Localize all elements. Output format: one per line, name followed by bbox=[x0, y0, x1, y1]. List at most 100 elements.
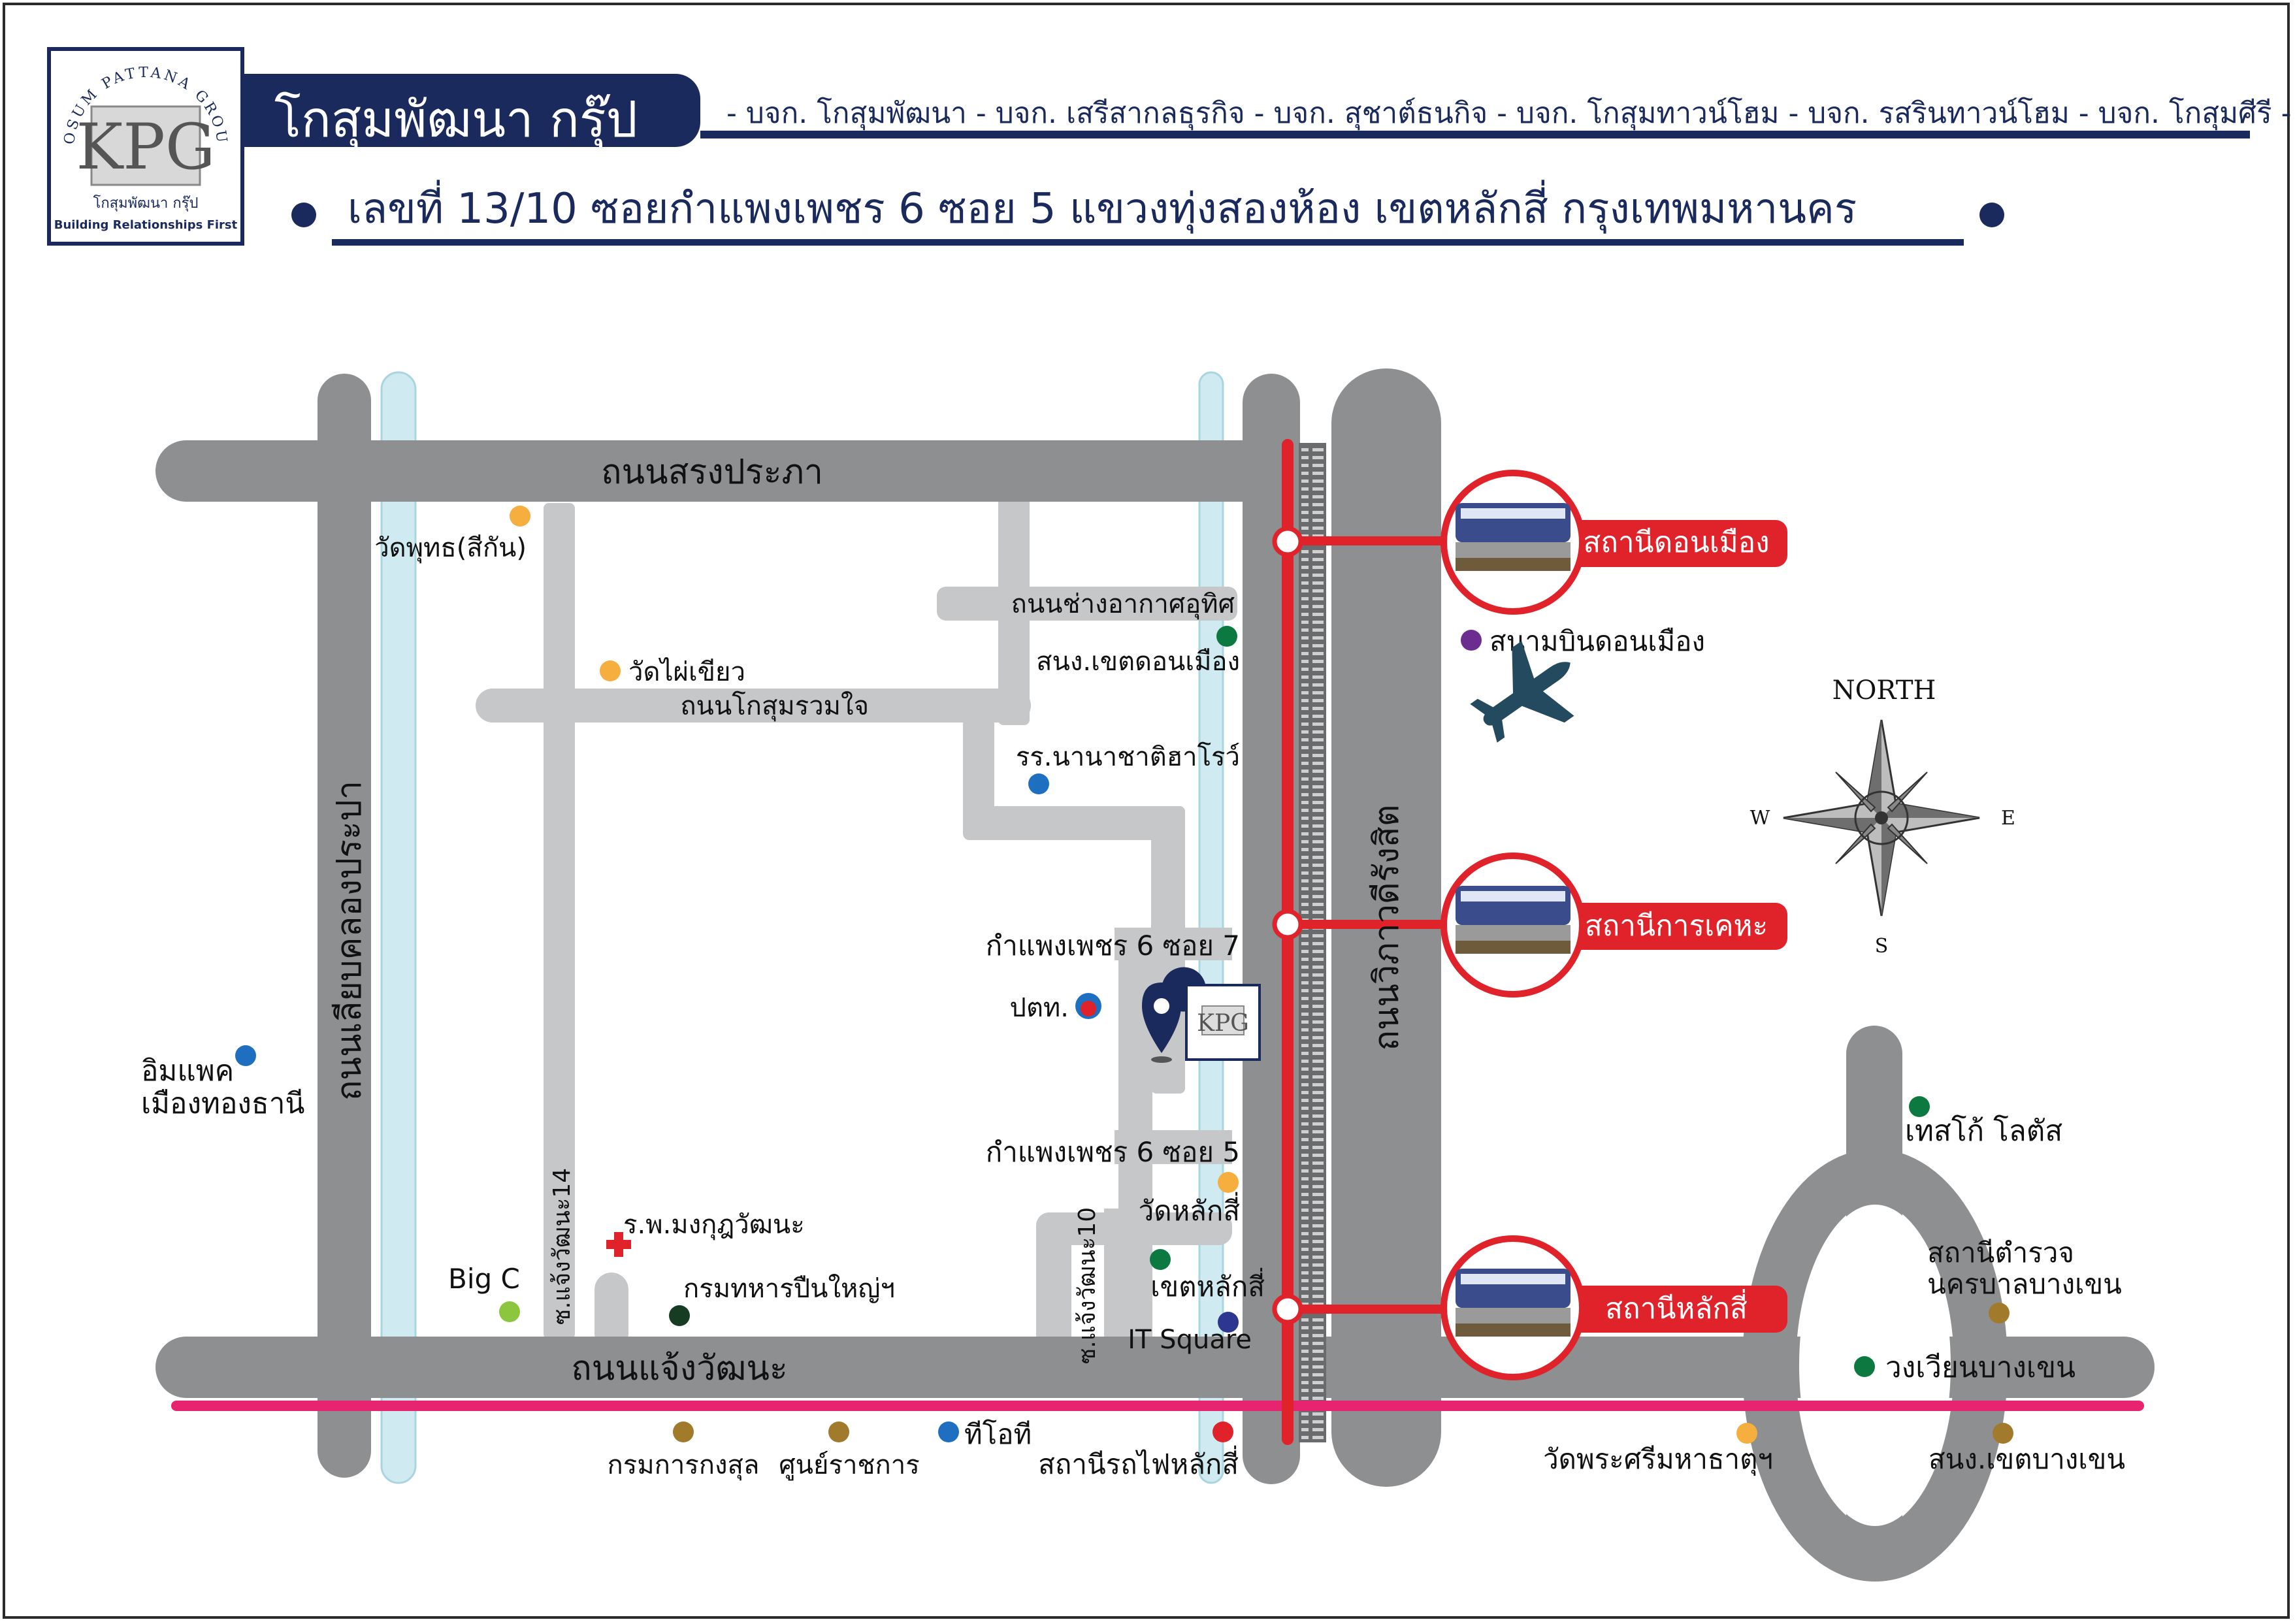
kosum-ruamjai-road bbox=[476, 689, 1031, 723]
compass-west: W bbox=[1750, 807, 1770, 830]
label-district-bangkhen: สนง.เขตบางเขน bbox=[1929, 1443, 2125, 1475]
road-label-chaengwattana: ถนนแจ้งวัฒนะ bbox=[571, 1349, 788, 1388]
label-consular: กรมการกงสุล bbox=[608, 1450, 760, 1481]
label-ptt: ปตท. bbox=[1010, 993, 1069, 1023]
dot-school bbox=[1028, 773, 1049, 794]
dot-wat-phut bbox=[510, 506, 530, 527]
marker-mark: KPG bbox=[1197, 1010, 1249, 1037]
station-label-kheha: สถานีการเคหะ bbox=[1585, 909, 1768, 943]
dot-district-bangkhen bbox=[1993, 1423, 2013, 1444]
compass-north: NORTH bbox=[1832, 675, 1936, 706]
dot-airport bbox=[1461, 630, 1482, 651]
dot-circle bbox=[1854, 1356, 1875, 1377]
station-label-donmuang: สถานีดอนเมือง bbox=[1583, 526, 1769, 559]
dot-district-laksi bbox=[1150, 1249, 1171, 1270]
label-police-1: สถานีตำรวจ bbox=[1927, 1237, 2074, 1269]
station-node-donmuang bbox=[1272, 526, 1303, 557]
station-node-laksi bbox=[1272, 1293, 1303, 1325]
bangkhen-circle bbox=[1742, 1149, 2008, 1582]
label-wat-phra-sri: วัดพระศรีมหาธาตุฯ bbox=[1543, 1443, 1773, 1476]
compass-rose-icon bbox=[1783, 719, 1980, 917]
dot-wat-phra-sri bbox=[1736, 1423, 1757, 1444]
station-label-laksi: สถานีหลักสี่ bbox=[1605, 1288, 1748, 1325]
address-bullet-right bbox=[1979, 203, 2004, 227]
bts-red-line bbox=[1282, 439, 1294, 1445]
soi-stub bbox=[594, 1273, 628, 1351]
location-pin-icon[interactable] bbox=[1142, 967, 1206, 1063]
road-label-soi7: กำแพงเพชร 6 ซอย 7 bbox=[986, 930, 1240, 962]
label-impact-1: อิมแพค bbox=[141, 1054, 234, 1088]
dot-wat-laksi bbox=[1218, 1172, 1239, 1193]
address-underline bbox=[332, 239, 1964, 246]
label-district-laksi: เขตหลักสี่ bbox=[1150, 1268, 1265, 1303]
logo-thai-name: โกสุมพัฒนา กรุ๊ป bbox=[93, 195, 199, 212]
label-big-c: Big C bbox=[448, 1263, 520, 1295]
kpg-logo-icon: KOSUM PATTANA GROUP KPG โกสุมพัฒนา กรุ๊ป… bbox=[51, 51, 240, 232]
dot-artillery bbox=[669, 1305, 690, 1326]
road-label-chang-akat: ถนนช่างอากาศอุทิศ bbox=[1011, 589, 1235, 620]
subsidiaries-list: - บจก. โกสุมพัฒนา - บจก. เสรีสากลธุรกิจ … bbox=[726, 97, 2292, 130]
label-wat-phai-khiao: วัดไผ่เขียว bbox=[628, 657, 745, 687]
dot-impact bbox=[235, 1045, 256, 1066]
label-hospital: ร.พ.มงกุฎวัฒนะ bbox=[623, 1210, 805, 1241]
compass-south: S bbox=[1875, 935, 1889, 958]
airplane-icon bbox=[1470, 641, 1574, 743]
soi-10-road bbox=[1036, 1212, 1071, 1363]
road-label-soi14: ซ.แจ้งวัฒนะ14 bbox=[549, 1168, 576, 1325]
chang-akat-road bbox=[937, 587, 1237, 621]
road-label-soi5: กำแพงเพชร 6 ซอย 5 bbox=[986, 1136, 1240, 1168]
dot-tot bbox=[938, 1421, 959, 1442]
road-label-vibhavadi: ถนนวิภาวดีรังสิต bbox=[1367, 804, 1407, 1050]
label-wat-laksi: วัดหลักสี่ bbox=[1139, 1192, 1240, 1227]
compass-east: E bbox=[2001, 807, 2015, 830]
logo-slogan: " Building Relationships First " bbox=[51, 218, 240, 232]
road-songprapa bbox=[155, 440, 1307, 502]
train-icon bbox=[1456, 503, 1571, 571]
label-gov-center: ศูนย์ราชการ bbox=[779, 1450, 919, 1480]
dot-big-c bbox=[499, 1301, 520, 1322]
label-wat-phut: วัดพุทธ(สีกัน) bbox=[374, 533, 527, 564]
label-tesco: เทสโก้ โลตัส bbox=[1905, 1114, 2062, 1148]
station-laksi[interactable]: สถานีหลักสี่ bbox=[1440, 1235, 1787, 1380]
soi-10b-road bbox=[1104, 1209, 1137, 1359]
map-frame bbox=[3, 3, 2290, 1619]
road-chaengwattana bbox=[155, 1337, 2155, 1398]
address-text: เลขที่ 13/10 ซอยกำแพงเพชร 6 ซอย 5 แขวงทุ… bbox=[348, 185, 1857, 233]
label-laksi-rail: สถานีรถไฟหลักสี่ bbox=[1038, 1446, 1239, 1480]
label-police-2: นครบาลบางเขน bbox=[1927, 1268, 2122, 1300]
address-bullet-left bbox=[291, 203, 316, 227]
road-label-soi10: ซ.แจ้งวัฒนะ10 bbox=[1074, 1207, 1101, 1364]
kpg-map-marker: KPG bbox=[1185, 984, 1261, 1061]
road-klong-prapa bbox=[317, 374, 371, 1478]
brand-name: โกสุมพัฒนา กรุ๊ป bbox=[274, 90, 638, 148]
label-school: รร.นานาชาติฮาโรว์ bbox=[1016, 742, 1240, 772]
logo-mark: KPG bbox=[76, 110, 216, 184]
dot-wat-phai-khiao bbox=[600, 660, 621, 681]
station-node-kheha bbox=[1272, 909, 1303, 940]
label-tot: ทีโอที bbox=[964, 1418, 1032, 1450]
dot-it-square bbox=[1218, 1312, 1239, 1333]
dot-laksi-rail bbox=[1213, 1421, 1233, 1442]
soi-connector bbox=[963, 806, 1185, 840]
soi-5-road bbox=[1115, 1130, 1232, 1164]
ptt-fuel-icon bbox=[1075, 993, 1101, 1019]
dot-gov-center bbox=[828, 1421, 849, 1442]
road-label-kosum-ruamjai: ถนนโกสุมรวมใจ bbox=[680, 690, 869, 722]
company-logo: KOSUM PATTANA GROUP KPG โกสุมพัฒนา กรุ๊ป… bbox=[47, 47, 244, 246]
brand-banner: โกสุมพัฒนา กรุ๊ป bbox=[243, 74, 700, 148]
dot-consular bbox=[673, 1421, 694, 1442]
dot-police bbox=[1989, 1303, 2010, 1324]
station-donmuang[interactable]: สถานีดอนเมือง bbox=[1440, 470, 1787, 615]
station-kheha[interactable]: สถานีการเคหะ bbox=[1440, 853, 1787, 998]
canal-left bbox=[380, 371, 417, 1484]
label-airport: สนามบินดอนเมือง bbox=[1489, 625, 1705, 657]
label-district-donmuang: สนง.เขตดอนเมือง bbox=[1036, 647, 1240, 677]
label-artillery: กรมทหารปืนใหญ่ฯ bbox=[683, 1273, 895, 1304]
brand-underline bbox=[700, 131, 2250, 138]
label-circle: วงเวียนบางเขน bbox=[1885, 1351, 2075, 1384]
dot-district-donmuang bbox=[1216, 626, 1237, 647]
dot-tesco bbox=[1909, 1096, 1930, 1117]
road-label-klong-prapa: ถนนเลียบคลองประปา bbox=[330, 781, 369, 1101]
hospital-cross-icon bbox=[606, 1232, 631, 1257]
label-impact-2: เมืองทองธานี bbox=[141, 1087, 305, 1120]
